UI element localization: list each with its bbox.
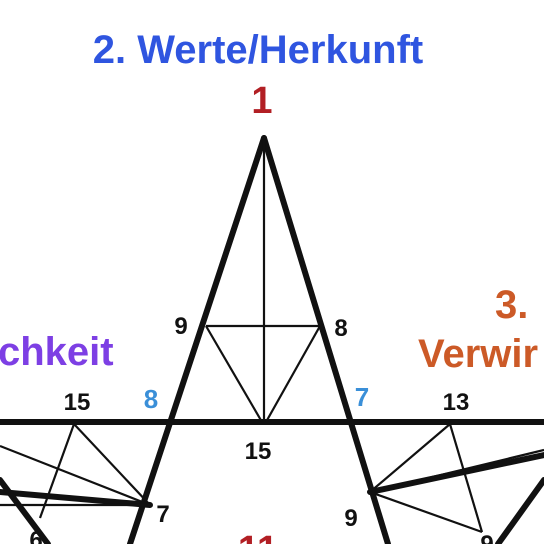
top-right-to-center <box>265 325 321 423</box>
star-edge-right <box>261 135 391 544</box>
left-arm-line-b <box>38 423 76 519</box>
point-lower-left: 7 <box>156 501 169 528</box>
point-top-left: 9 <box>174 313 187 340</box>
right-arm-line-c <box>369 448 544 494</box>
inner-lines <box>0 138 544 534</box>
point-apex: 1 <box>251 80 272 122</box>
star-edge-far-left <box>0 477 51 544</box>
heading-right-word: Verwir <box>418 332 538 376</box>
left-arm-line-a <box>73 423 151 506</box>
point-top-right: 8 <box>334 315 347 342</box>
right-arm-line-a <box>369 423 451 493</box>
point-left-outer: 15 <box>64 389 91 416</box>
point-right-inner: 7 <box>355 382 369 412</box>
left-arm-line-c <box>0 444 151 507</box>
star-edge-lower-left <box>0 489 153 508</box>
point-right-outer: 13 <box>443 389 470 416</box>
heading-left: chkeit <box>0 330 114 374</box>
point-left-inner: 8 <box>144 384 158 414</box>
right-arm-line-b <box>448 423 484 533</box>
point-far-right: 9 <box>480 531 493 544</box>
point-bottom-center: 11 <box>238 529 278 544</box>
point-center: 15 <box>245 438 272 465</box>
right-arm-line-d <box>369 490 483 534</box>
heading-right-number: 3. <box>495 283 528 327</box>
point-far-left: 6 <box>29 527 42 544</box>
point-lower-right: 9 <box>344 505 357 532</box>
top-left-to-center <box>205 325 263 423</box>
heading-top: 2. Werte/Herkunft <box>93 28 423 72</box>
star-edge-far-right <box>495 477 544 544</box>
star-edge-left <box>127 135 267 544</box>
